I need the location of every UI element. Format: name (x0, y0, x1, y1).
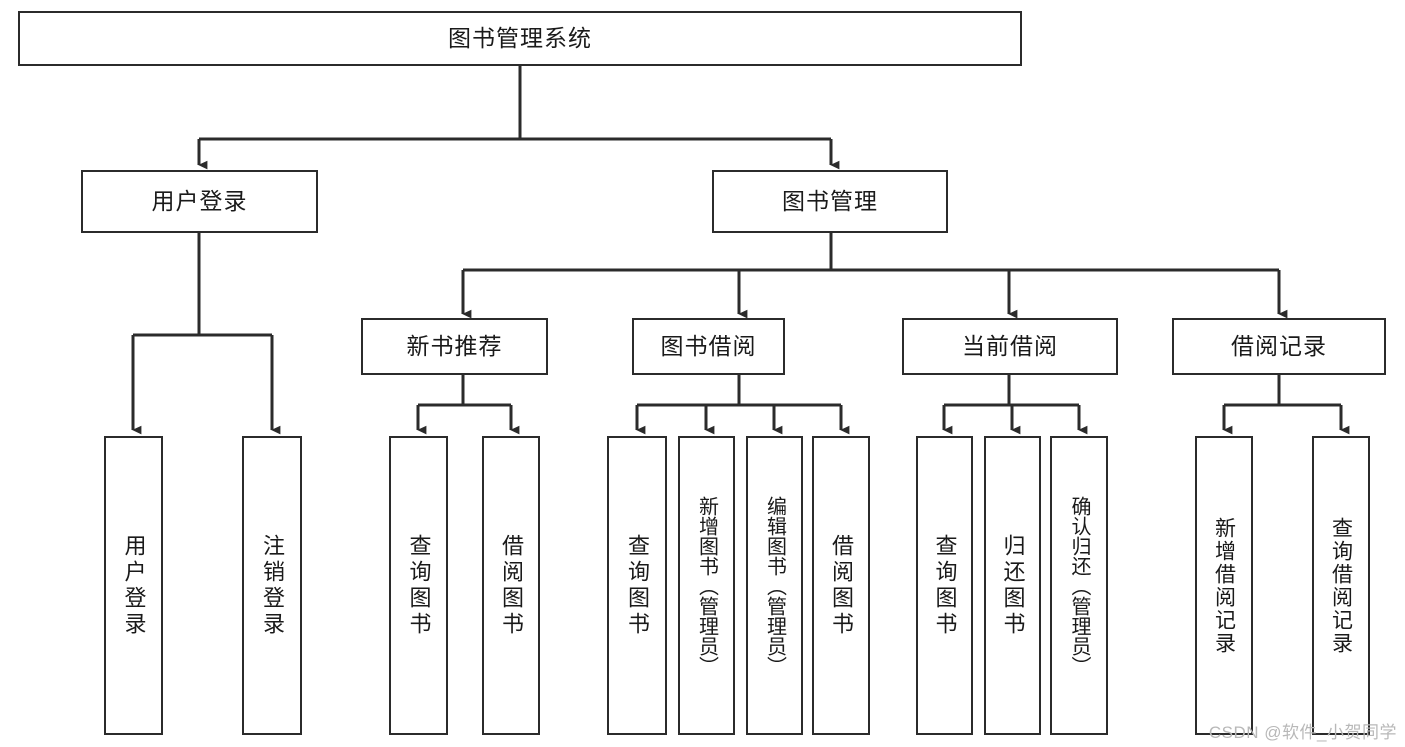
leaf-query-book-newbook[interactable]: 查询图书 (389, 436, 448, 735)
leaf-borrow-book-newbook-label: 借阅图书 (499, 533, 524, 638)
leaf-user-login[interactable]: 用户登录 (104, 436, 163, 735)
leaf-logout[interactable]: 注销登录 (242, 436, 302, 735)
node-book-management-label: 图书管理 (782, 187, 878, 214)
leaf-query-book-current[interactable]: 查询图书 (916, 436, 973, 735)
node-book-borrow[interactable]: 图书借阅 (632, 318, 785, 375)
leaf-confirm-return-admin-label: 确认归还（管理员） (1068, 495, 1090, 676)
leaf-query-borrow-record-label: 查询借阅记录 (1329, 516, 1353, 655)
node-root[interactable]: 图书管理系统 (18, 11, 1022, 66)
leaf-query-borrow-record[interactable]: 查询借阅记录 (1312, 436, 1370, 735)
node-root-label: 图书管理系统 (448, 24, 592, 51)
leaf-query-book-borrow-label: 查询图书 (625, 533, 650, 638)
node-borrow-record-label: 借阅记录 (1231, 332, 1327, 359)
leaf-user-login-label: 用户登录 (121, 533, 147, 638)
leaf-query-book-current-label: 查询图书 (932, 533, 958, 638)
leaf-logout-label: 注销登录 (260, 533, 285, 638)
leaf-add-book-admin-label: 新增图书（管理员） (695, 495, 718, 676)
leaf-query-book-newbook-label: 查询图书 (406, 533, 432, 638)
node-current-borrow-label: 当前借阅 (962, 332, 1058, 359)
node-new-book-recommend-label: 新书推荐 (406, 332, 503, 359)
node-current-borrow[interactable]: 当前借阅 (902, 318, 1118, 375)
leaf-add-borrow-record-label: 新增借阅记录 (1212, 516, 1236, 655)
leaf-edit-book-admin[interactable]: 编辑图书（管理员） (746, 436, 803, 735)
leaf-confirm-return-admin[interactable]: 确认归还（管理员） (1050, 436, 1108, 735)
leaf-borrow-book-borrow-label: 借阅图书 (829, 533, 854, 638)
leaf-add-book-admin[interactable]: 新增图书（管理员） (678, 436, 735, 735)
node-user-login[interactable]: 用户登录 (81, 170, 318, 233)
node-user-login-label: 用户登录 (151, 187, 248, 214)
leaf-edit-book-admin-label: 编辑图书（管理员） (763, 495, 786, 676)
leaf-borrow-book-borrow[interactable]: 借阅图书 (812, 436, 870, 735)
leaf-add-borrow-record[interactable]: 新增借阅记录 (1195, 436, 1253, 735)
node-borrow-record[interactable]: 借阅记录 (1172, 318, 1386, 375)
leaf-return-book-label: 归还图书 (1000, 533, 1026, 638)
node-book-borrow-label: 图书借阅 (660, 332, 757, 359)
leaf-return-book[interactable]: 归还图书 (984, 436, 1041, 735)
node-book-management[interactable]: 图书管理 (712, 170, 948, 233)
node-new-book-recommend[interactable]: 新书推荐 (361, 318, 548, 375)
leaf-borrow-book-newbook[interactable]: 借阅图书 (482, 436, 540, 735)
leaf-query-book-borrow[interactable]: 查询图书 (607, 436, 667, 735)
